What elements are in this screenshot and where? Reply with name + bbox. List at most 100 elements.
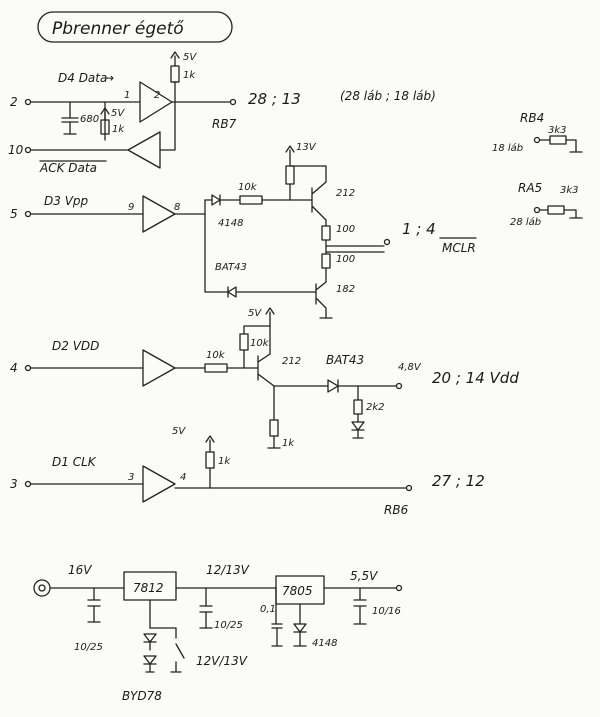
vdd-base-res-label: 10k [206, 350, 226, 361]
clk-pins: 27 ; 12 [432, 472, 485, 490]
vdd-led [351, 413, 365, 439]
ack-pin: 10 [8, 143, 24, 157]
ack-terminal[interactable] [24, 146, 32, 154]
power-jack[interactable] [33, 579, 51, 597]
vdd-input-pin: 4 [10, 361, 18, 375]
vpp-supply-wire [289, 157, 327, 183]
vpp-res-100b [321, 253, 331, 269]
power-cap2 [199, 587, 213, 629]
vdd-bat43 [321, 379, 397, 393]
vpp-diode-4148 [204, 194, 241, 206]
vpp-node-wire [174, 213, 223, 293]
vdd-pins: 20 ; 14 Vdd [432, 369, 519, 387]
vpp-transistor-top-label: 212 [336, 188, 355, 199]
vpp-bat43-diode [221, 286, 317, 298]
vdd-emit-resistor [269, 419, 279, 437]
vdd-signal: D2 VDD [52, 339, 99, 353]
vpp-diode-label: 4148 [218, 218, 243, 229]
vdd-supply-arrow [265, 307, 275, 321]
clk-input-pin: 3 [10, 477, 18, 491]
vpp-input-pin: 5 [10, 207, 18, 221]
data-output-terminal[interactable] [229, 98, 237, 106]
data-pullup-wire [171, 81, 179, 103]
power-input-v: 16V [68, 563, 92, 577]
vpp-signal: D3 Vpp [44, 194, 89, 208]
rb4-resistor [549, 135, 567, 145]
data-buffer-in-pin: 1 [124, 90, 130, 101]
power-zener-label: BYD78 [122, 689, 162, 703]
ra5-pin: 28 láb [510, 216, 541, 228]
vdd-led-resistor [353, 399, 363, 415]
clk-port: RB6 [384, 503, 409, 517]
data-pullup2-voltage: 5V [111, 108, 125, 119]
data-pullup2-res: 1k [112, 124, 125, 135]
title-text: Pbrenner égető [52, 19, 184, 39]
data-buffer [139, 81, 173, 123]
data-signal-label: D4 Data [58, 71, 107, 85]
power-switch[interactable] [149, 627, 185, 673]
vpp-buffer-in: 9 [128, 202, 134, 213]
clk-output-terminal[interactable] [405, 484, 413, 492]
vdd-emit-ground [267, 435, 281, 449]
vpp-base-res-label: 10k [238, 182, 258, 193]
vdd-pull-resistor [239, 333, 249, 351]
power-cap2-label: 10/25 [214, 620, 243, 631]
power-diode-stack [143, 633, 157, 673]
clk-supply: 5V [172, 426, 186, 437]
power-cap3 [271, 587, 283, 647]
power-section: 16V 10/25 7812 BYD78 12V/13V 12/13V 10/2… [33, 563, 403, 703]
clk-pull-res: 1k [218, 456, 231, 467]
clk-buffer-in: 3 [128, 472, 134, 483]
data-input-pin: 2 [10, 95, 18, 109]
data-input-terminal[interactable] [24, 98, 32, 106]
clk-supply-arrow [205, 435, 215, 453]
vpp-section: 5 D3 Vpp 9 8 4148 10k 13V 212 100 100 [10, 142, 477, 319]
ra5-resistor [547, 205, 565, 215]
vdd-supply-wire [243, 319, 271, 335]
vdd-buffer [142, 349, 176, 387]
vdd-input-terminal[interactable] [24, 364, 32, 372]
data-port: RB7 [212, 117, 237, 131]
data-pullup-supply-arrow [170, 51, 180, 67]
vpp-transistor-bottom [315, 281, 333, 319]
title-frame [37, 11, 233, 43]
clk-buffer [142, 465, 176, 503]
power-cap3-label: 0,1 [260, 604, 276, 615]
rb4-res: 3k3 [548, 125, 567, 136]
power-mid-v: 12/13V [206, 563, 250, 577]
vpp-transistor-bottom-label: 182 [336, 284, 355, 295]
vdd-voltage: 4,8V [398, 362, 422, 373]
data-signal-arrow: → [104, 71, 114, 85]
vpp-pins: 1 ; 4 [402, 220, 436, 238]
data-pins-note: (28 láb ; 18 láb) [340, 89, 436, 103]
power-output-terminal[interactable] [395, 584, 403, 592]
vdd-base-resistor [204, 363, 228, 373]
data-capacitor [61, 101, 79, 135]
vpp-bat43-label: BAT43 [215, 262, 247, 273]
rb4-pin: 18 láb [492, 142, 523, 154]
vpp-base-resistor [239, 195, 263, 205]
vdd-output-terminal[interactable] [395, 382, 403, 390]
vpp-buffer-out: 8 [174, 202, 180, 213]
rb4-terminal[interactable] [533, 136, 541, 144]
power-cap4-label: 10/16 [372, 606, 401, 617]
vpp-res-100b-label: 100 [336, 254, 355, 265]
data-ack-feedback-wire [159, 101, 176, 151]
ra5-terminal[interactable] [533, 206, 541, 214]
data-pullup-resistor [170, 65, 180, 83]
data-cap-value: 680 [80, 114, 99, 125]
vdd-pull-res-label: 10k [250, 338, 270, 349]
clk-input-terminal[interactable] [24, 480, 32, 488]
reg-7812-label: 7812 [133, 581, 164, 595]
vpp-output-terminal[interactable] [383, 238, 391, 246]
vdd-section: 4 D2 VDD 10k 5V 10k 212 1k BAT43 4,8V 2k… [10, 307, 519, 449]
vpp-supply-arrow [285, 145, 295, 159]
vpp-supply-label: 13V [296, 142, 317, 153]
vpp-input-terminal[interactable] [24, 210, 32, 218]
vdd-led-res-label: 2k2 [366, 402, 385, 413]
vpp-mclr: MCLR [442, 241, 476, 255]
vpp-transistor-top [311, 181, 327, 221]
power-diode-4148 [293, 603, 307, 647]
